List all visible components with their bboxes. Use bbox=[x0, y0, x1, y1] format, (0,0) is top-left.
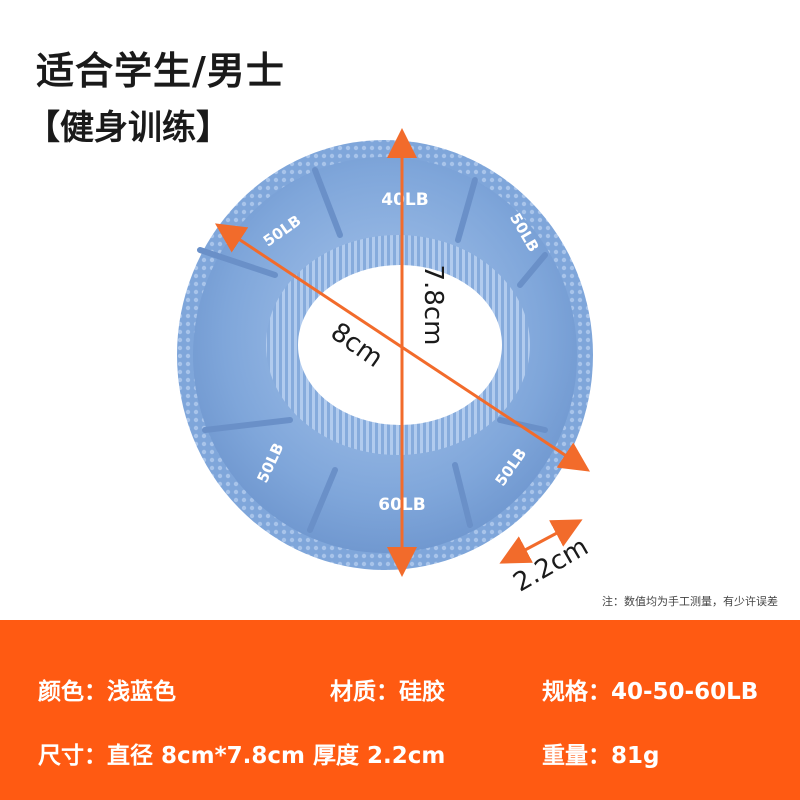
spec-color: 颜色：浅蓝色 bbox=[38, 672, 176, 706]
page-subtitle: 【健身训练】 bbox=[26, 108, 230, 148]
spec-material-value: 硅胶 bbox=[399, 679, 445, 705]
spec-spec-value: 40-50-60LB bbox=[611, 679, 759, 705]
spec-spec: 规格：40-50-60LB bbox=[542, 672, 758, 706]
spec-weight: 重量：81g bbox=[542, 736, 659, 770]
thickness-label: 2.2cm bbox=[508, 532, 593, 598]
spec-spec-label: 规格： bbox=[542, 679, 611, 705]
spec-size: 尺寸：直径 8cm*7.8cm 厚度 2.2cm bbox=[38, 736, 445, 770]
thickness-arrow bbox=[499, 519, 583, 564]
grip-ring-illustration: 40LB 60LB 50LB 50LB 50LB 50LB 8cm 7.8cm … bbox=[177, 128, 594, 598]
segment-label-top: 40LB bbox=[381, 190, 428, 210]
measurement-note: 注：数值均为手工测量，有少许误差 bbox=[602, 595, 778, 608]
spec-band: 颜色：浅蓝色 材质：硅胶 规格：40-50-60LB 尺寸：直径 8cm*7.8… bbox=[0, 620, 800, 800]
spec-size-value: 直径 8cm*7.8cm 厚度 2.2cm bbox=[107, 743, 446, 769]
spec-material-label: 材质： bbox=[330, 679, 399, 705]
height-label: 7.8cm bbox=[418, 265, 448, 346]
spec-weight-label: 重量： bbox=[542, 743, 611, 769]
spec-weight-value: 81g bbox=[611, 743, 660, 769]
spec-material: 材质：硅胶 bbox=[330, 672, 445, 706]
spec-color-label: 颜色： bbox=[38, 679, 107, 705]
page-title: 适合学生/男士 bbox=[36, 49, 285, 93]
spec-color-value: 浅蓝色 bbox=[107, 679, 176, 705]
spec-size-label: 尺寸： bbox=[38, 743, 107, 769]
